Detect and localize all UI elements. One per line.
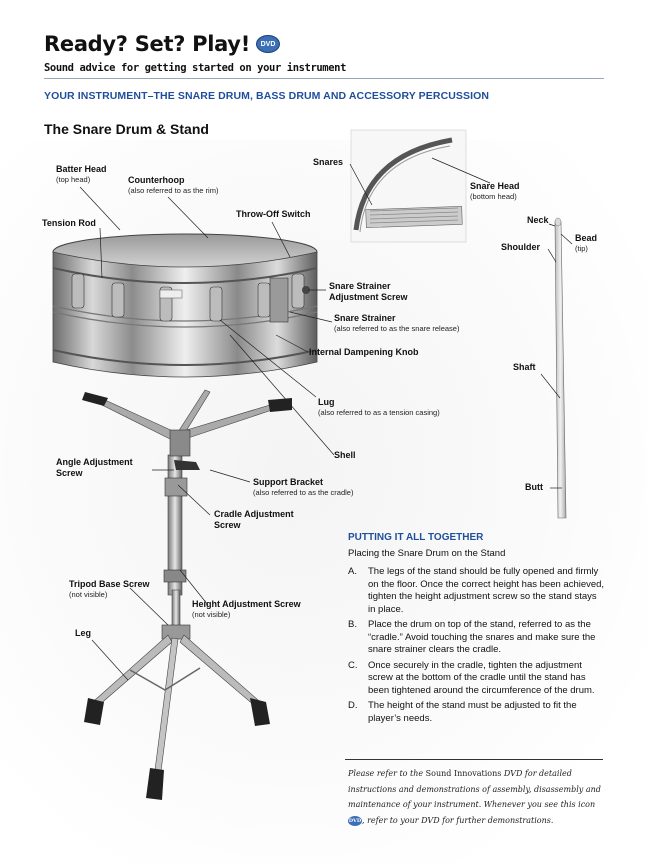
label-lug: Lug: [318, 397, 335, 407]
page-subtitle: Sound advice for getting started on your…: [44, 62, 346, 74]
label-shoulder: Shoulder: [501, 242, 541, 252]
note-divider: [345, 759, 603, 760]
label-tripod-base-screw: Tripod Base Screw: [69, 579, 150, 589]
step-text: The height of the stand must be adjusted…: [368, 700, 577, 724]
title-row: Ready? Set? Play! DVD: [44, 32, 280, 56]
label-counterhoop-note: (also referred to as the rim): [128, 186, 219, 195]
page-title: Ready? Set? Play!: [44, 32, 250, 56]
label-angle-adjustment-1: Angle Adjustment: [56, 457, 133, 467]
label-lug-note: (also referred to as a tension casing): [318, 408, 440, 417]
label-shell: Shell: [334, 450, 356, 460]
step-letter: A.: [348, 566, 357, 577]
label-angle-adjustment-2: Screw: [56, 468, 83, 478]
label-butt: Butt: [525, 482, 543, 492]
label-shaft: Shaft: [513, 362, 536, 372]
section-header: YOUR INSTRUMENT–THE SNARE DRUM, BASS DRU…: [44, 90, 490, 102]
label-snare-strainer-adjustment-2: Adjustment Screw: [329, 292, 408, 302]
step-letter: B.: [348, 619, 357, 630]
label-bead: Bead: [575, 233, 598, 243]
dvd-mini-icon[interactable]: DVD: [348, 815, 362, 826]
step-c: C. Once securely in the cradle, tighten …: [348, 660, 606, 698]
label-bead-note: (tip): [575, 244, 588, 253]
label-leg: Leg: [75, 628, 92, 638]
label-cradle-adjustment-1: Cradle Adjustment: [214, 509, 294, 519]
snare-drum: [52, 233, 318, 378]
instructions-steps: A. The legs of the stand should be fully…: [348, 566, 606, 728]
label-batter-head: Batter Head: [56, 164, 107, 174]
stand: [82, 389, 292, 800]
label-snares: Snares: [313, 157, 344, 167]
instructions-subtitle: Placing the Snare Drum on the Stand: [348, 548, 506, 559]
note-part3: , refer to your DVD for further demonstr…: [362, 815, 554, 825]
section-title: The Snare Drum & Stand: [44, 121, 209, 137]
label-neck: Neck: [527, 215, 549, 225]
step-text: Place the drum on top of the stand, refe…: [368, 619, 596, 655]
label-tension-rod: Tension Rod: [42, 218, 96, 228]
drumstick: [554, 217, 567, 519]
label-throw-off-switch: Throw-Off Switch: [236, 209, 311, 219]
step-letter: D.: [348, 700, 358, 711]
label-cradle-adjustment-2: Screw: [214, 520, 241, 530]
dvd-icon[interactable]: DVD: [255, 35, 280, 53]
instructions-title: PUTTING IT ALL TOGETHER: [348, 532, 484, 543]
snare-head-inset: [350, 129, 467, 243]
label-support-bracket: Support Bracket: [253, 477, 324, 487]
step-d: D. The height of the stand must be adjus…: [348, 700, 606, 725]
label-support-bracket-note: (also referred to as the cradle): [253, 488, 354, 497]
label-snare-strainer-adjustment-1: Snare Strainer: [329, 281, 391, 291]
step-b: B. Place the drum on top of the stand, r…: [348, 619, 606, 657]
label-height-adjustment-screw: Height Adjustment Screw: [192, 599, 301, 609]
leader-lines: [79, 157, 573, 681]
label-internal-dampening-knob: Internal Dampening Knob: [309, 347, 419, 357]
label-height-adjustment-screw-note: (not visible): [192, 610, 231, 619]
step-text: The legs of the stand should be fully op…: [368, 566, 605, 615]
step-letter: C.: [348, 659, 358, 671]
note-part2: DVD for detailed instructions and demons…: [348, 769, 601, 809]
label-snare-head-note: (bottom head): [470, 192, 517, 201]
label-tripod-base-screw-note: (not visible): [69, 590, 108, 599]
label-snare-head: Snare Head: [470, 181, 520, 191]
header-divider: [44, 78, 604, 79]
label-batter-head-note: (top head): [56, 175, 91, 184]
label-snare-strainer-note: (also referred to as the snare release): [334, 324, 460, 333]
note-brand: Sound Innovations: [425, 769, 502, 778]
step-a: A. The legs of the stand should be fully…: [348, 566, 606, 616]
dvd-note: Please refer to the Sound Innovations DV…: [348, 766, 608, 828]
label-snare-strainer: Snare Strainer: [334, 313, 396, 323]
note-part1: Please refer to the: [348, 769, 426, 778]
label-counterhoop: Counterhoop: [128, 175, 185, 185]
step-text: Once securely in the cradle, tighten the…: [368, 659, 595, 696]
